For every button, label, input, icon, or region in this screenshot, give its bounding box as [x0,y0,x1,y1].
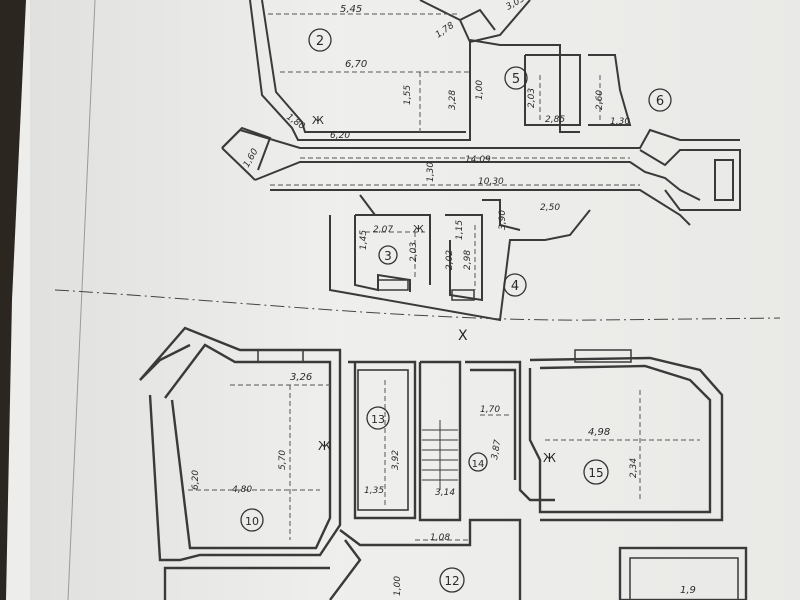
dim-2-02: 2,02 [445,250,455,270]
dim-6-70: 6,70 [345,59,367,70]
dim-2-03b: 2,03 [527,88,537,108]
section-x-mark: X [458,328,468,344]
dim-3-87: 3,87 [490,439,503,461]
dim-3-28: 3,28 [448,90,458,110]
dim-1-15: 1,15 [455,220,465,240]
dim-14-09: 14,09 [465,155,491,165]
dim-4-80: 4,80 [232,485,252,495]
dim-5-70: 5,70 [278,450,288,470]
dim-1-00-lower: 1,00 [393,576,403,596]
dim-6-20-lower: 6,20 [191,470,201,490]
room-14-marker: 14 [468,452,488,472]
room-2-marker: 2 [308,28,332,52]
dim-1-45: 1,45 [359,230,369,250]
upper-dimension-lines [268,13,640,290]
svg-text:12: 12 [444,574,459,588]
dim-2-60: 2,60 [595,90,605,110]
svg-text:6: 6 [656,94,664,109]
svg-text:15: 15 [588,466,603,480]
lower-dimension-lines [188,380,700,541]
upper-room-markers: 2 3 4 5 6 Ж Ж [308,28,672,297]
dim-2-98: 2,98 [463,250,473,270]
dim-3-90: 3,90 [498,210,508,230]
star-mark-room10: Ж [318,439,331,453]
dim-1-35: 1,35 [364,486,384,496]
star-mark-upper: Ж [413,224,424,235]
room-4-marker: 4 [503,273,527,297]
room-15-marker: 15 [583,459,609,485]
dim-10-30: 10,30 [478,177,504,187]
svg-text:4: 4 [511,279,519,294]
room-5-marker: 5 [504,66,528,90]
margin-line [67,0,96,600]
dim-1-55: 1,55 [403,85,413,105]
dim-2-50: 2,50 [540,203,560,213]
dim-3-26: 3,26 [290,372,312,383]
room-10-marker: 10 [240,508,264,532]
room-6-marker: 6 [648,88,672,112]
star-mark-room15: Ж [543,451,556,465]
dim-1-00: 1,00 [475,80,485,100]
room-13-marker: 13 [366,406,390,430]
section-line [54,289,781,321]
dim-1-30: 1,30 [426,162,436,182]
upper-floor-plan [221,0,741,322]
dim-4-98: 4,98 [588,427,610,438]
dim-2-34: 2,34 [629,458,639,478]
dim-3-92: 3,92 [391,450,401,470]
svg-text:2: 2 [316,34,324,49]
dim-6-20: 6,20 [330,131,350,141]
svg-text:10: 10 [245,515,259,528]
lower-plan-labels: 3,26 6,20 4,80 5,70 3,92 1,70 3,87 4,98 … [191,372,696,596]
dim-1-30b: 1,30 [610,117,630,127]
dim-2-03: 2,03 [409,242,419,262]
room-3-marker: 3 [378,245,398,265]
dim-5-45: 5,45 [340,4,362,15]
dim-3-14: 3,14 [435,488,455,498]
svg-text:3: 3 [384,249,392,263]
dim-2-85: 2,85 [545,115,565,125]
room-12-marker: 12 [439,567,465,593]
svg-text:5: 5 [512,72,520,87]
lower-room-markers: 10 13 14 15 12 Ж Ж [240,406,609,593]
svg-text:14: 14 [472,459,485,470]
dim-1-9: 1,9 [680,585,696,596]
lower-floor-plan [139,326,748,600]
star-mark-room2: Ж [312,114,324,127]
dim-2-07: 2,07 [373,225,393,235]
dim-1-08: 1,08 [430,533,450,543]
svg-text:13: 13 [371,413,385,426]
dim-1-70: 1,70 [480,405,500,415]
